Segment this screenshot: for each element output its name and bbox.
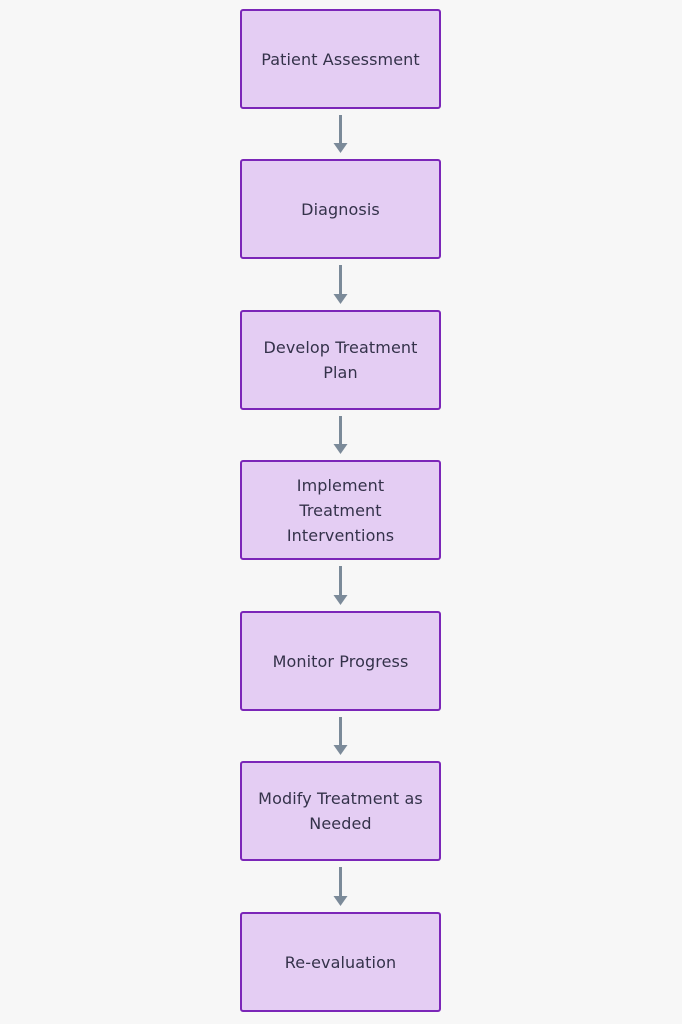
edge-arrow	[333, 416, 348, 454]
node-label: Implement Treatment Interventions	[286, 475, 395, 545]
node-label: Monitor Progress	[272, 651, 409, 671]
node-label: Develop Treatment Plan	[263, 338, 418, 382]
edge-arrow	[333, 566, 348, 605]
node-patient-assessment: Patient Assessment	[240, 9, 441, 109]
edge-arrow	[333, 717, 348, 755]
node-label: Modify Treatment as Needed	[258, 789, 423, 833]
node-label: Re-evaluation	[284, 952, 397, 972]
edge-arrow	[333, 115, 348, 153]
arrowhead-icon	[333, 444, 348, 454]
edge-arrow	[333, 867, 348, 906]
node-monitor-progress: Monitor Progress	[240, 611, 441, 711]
arrowhead-icon	[333, 143, 348, 153]
node-label: Diagnosis	[301, 199, 380, 219]
arrowhead-icon	[333, 745, 348, 755]
node-modify-treatment-as-needed: Modify Treatment as Needed	[240, 761, 441, 861]
edge-arrow	[333, 265, 348, 304]
node-develop-treatment-plan: Develop Treatment Plan	[240, 310, 441, 410]
arrowhead-icon	[333, 294, 348, 304]
node-re-evaluation: Re-evaluation	[240, 912, 441, 1012]
node-diagnosis: Diagnosis	[240, 159, 441, 259]
arrowhead-icon	[333, 896, 348, 906]
node-label: Patient Assessment	[261, 49, 420, 69]
arrowhead-icon	[333, 595, 348, 605]
node-implement-treatment-interventions: Implement Treatment Interventions	[240, 460, 441, 560]
